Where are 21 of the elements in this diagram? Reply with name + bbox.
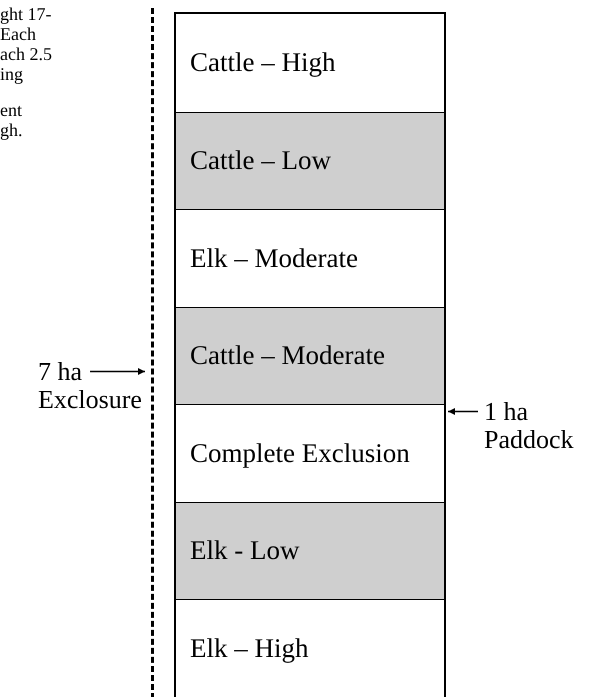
treatment-name: Cattle – High [190,47,336,78]
treatment-name: Complete Exclusion [190,438,410,469]
treatment-name: Elk – Moderate [190,242,358,274]
treatment-name: Elk – High [190,632,308,664]
exclosure-fence-line [151,8,154,697]
shaded-treatment-band [176,112,444,209]
paddock-column [174,12,446,697]
note-text: gh. [0,120,22,140]
area-label: 1 ha Paddock [484,398,584,454]
note-text: ing [0,64,24,84]
note-text: Each [0,24,36,44]
note-text: ght 17- [0,4,52,24]
shaded-treatment-band [176,306,444,404]
treatment-name: Cattle – Moderate [190,340,385,372]
treatment-name: Cattle – Low [190,145,331,176]
shaded-treatment-band [176,502,444,599]
arrow [448,408,478,415]
treatment-name: Elk - Low [190,535,300,566]
note-text: ach 2.5 [0,44,52,64]
arrow [90,368,145,375]
note-text: ent [0,100,22,120]
